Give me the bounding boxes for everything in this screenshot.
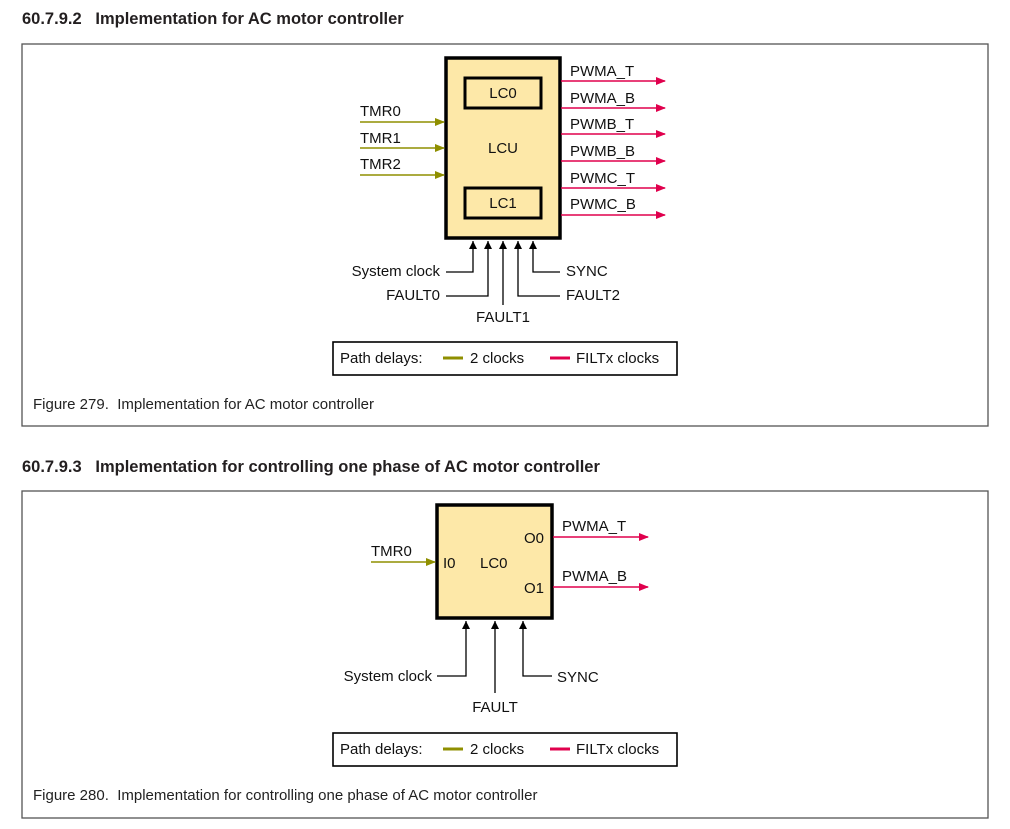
legend-entry: 2 clocks xyxy=(470,350,524,367)
figure-frame xyxy=(21,43,989,427)
lc0-block xyxy=(435,503,554,620)
o0-port-label: O0 xyxy=(524,530,544,547)
output-label: PWMC_T xyxy=(570,170,635,187)
output-label: PWMB_T xyxy=(570,116,634,133)
legend-box xyxy=(332,341,678,376)
sync-label: SYNC xyxy=(566,263,608,280)
fault2-arrow xyxy=(514,241,560,297)
output-label: PWMA_B xyxy=(570,90,635,107)
output-label: PWMA_B xyxy=(562,568,627,585)
input-label: TMR0 xyxy=(371,543,412,560)
legend-entry: 2 clocks xyxy=(470,741,524,758)
sync-arrow xyxy=(529,241,560,273)
legend-box xyxy=(332,732,678,767)
legend: Path delays: 2 clocks FILTx clocks xyxy=(332,341,678,376)
figure-caption: Figure 280. Implementation for controlli… xyxy=(33,787,537,804)
lc0-label: LC0 xyxy=(489,85,517,102)
lc0-block xyxy=(463,76,543,110)
fault-label: FAULT xyxy=(472,699,518,716)
figure-279: LC0 LCU LC1 TMR0 TMR1 TMR2 PWMA_T PWMA_B… xyxy=(332,56,678,376)
lcu-label: LCU xyxy=(488,140,518,157)
legend: Path delays: 2 clocks FILTx clocks xyxy=(332,732,678,767)
system-clock-arrow xyxy=(437,621,470,677)
system-clock-label: System clock xyxy=(344,668,433,685)
output-label: PWMA_T xyxy=(562,518,626,535)
fault1-label: FAULT1 xyxy=(476,309,530,326)
figure-caption: Figure 279. Implementation for AC motor … xyxy=(33,396,374,413)
lc1-label: LC1 xyxy=(489,195,517,212)
i0-port-label: I0 xyxy=(443,555,456,572)
section-heading: 60.7.9.2 Implementation for AC motor con… xyxy=(22,10,404,28)
output-label: PWMC_B xyxy=(570,196,636,213)
fault0-arrow xyxy=(446,241,492,297)
lc1-block xyxy=(463,186,543,220)
o1-port-label: O1 xyxy=(524,580,544,597)
lc0-label: LC0 xyxy=(480,555,508,572)
legend-entry: FILTx clocks xyxy=(576,741,659,758)
input-label: TMR2 xyxy=(360,156,401,173)
system-clock-label: System clock xyxy=(352,263,441,280)
fault2-label: FAULT2 xyxy=(566,287,620,304)
legend-title: Path delays: xyxy=(340,350,423,367)
output-label: PWMA_T xyxy=(570,63,634,80)
sync-label: SYNC xyxy=(557,669,599,686)
input-label: TMR1 xyxy=(360,130,401,147)
system-clock-arrow xyxy=(446,241,477,273)
figure-280: I0 LC0 O0 O1 TMR0 PWMA_T PWMA_B System c… xyxy=(332,503,678,767)
section-heading: 60.7.9.3 Implementation for controlling … xyxy=(22,458,600,476)
input-label: TMR0 xyxy=(360,103,401,120)
input-signals: TMR0 TMR1 TMR2 xyxy=(360,103,445,179)
output-label: PWMB_B xyxy=(570,143,635,160)
figure-frame xyxy=(21,490,989,819)
legend-entry: FILTx clocks xyxy=(576,350,659,367)
fault0-label: FAULT0 xyxy=(386,287,440,304)
bottom-signals: System clock FAULT0 FAULT1 FAULT2 SYNC xyxy=(352,241,620,326)
sync-arrow xyxy=(519,621,552,677)
legend-title: Path delays: xyxy=(340,741,423,758)
output-signals: PWMA_T PWMA_B PWMB_T PWMB_B PWMC_T PWMC_… xyxy=(561,63,666,219)
